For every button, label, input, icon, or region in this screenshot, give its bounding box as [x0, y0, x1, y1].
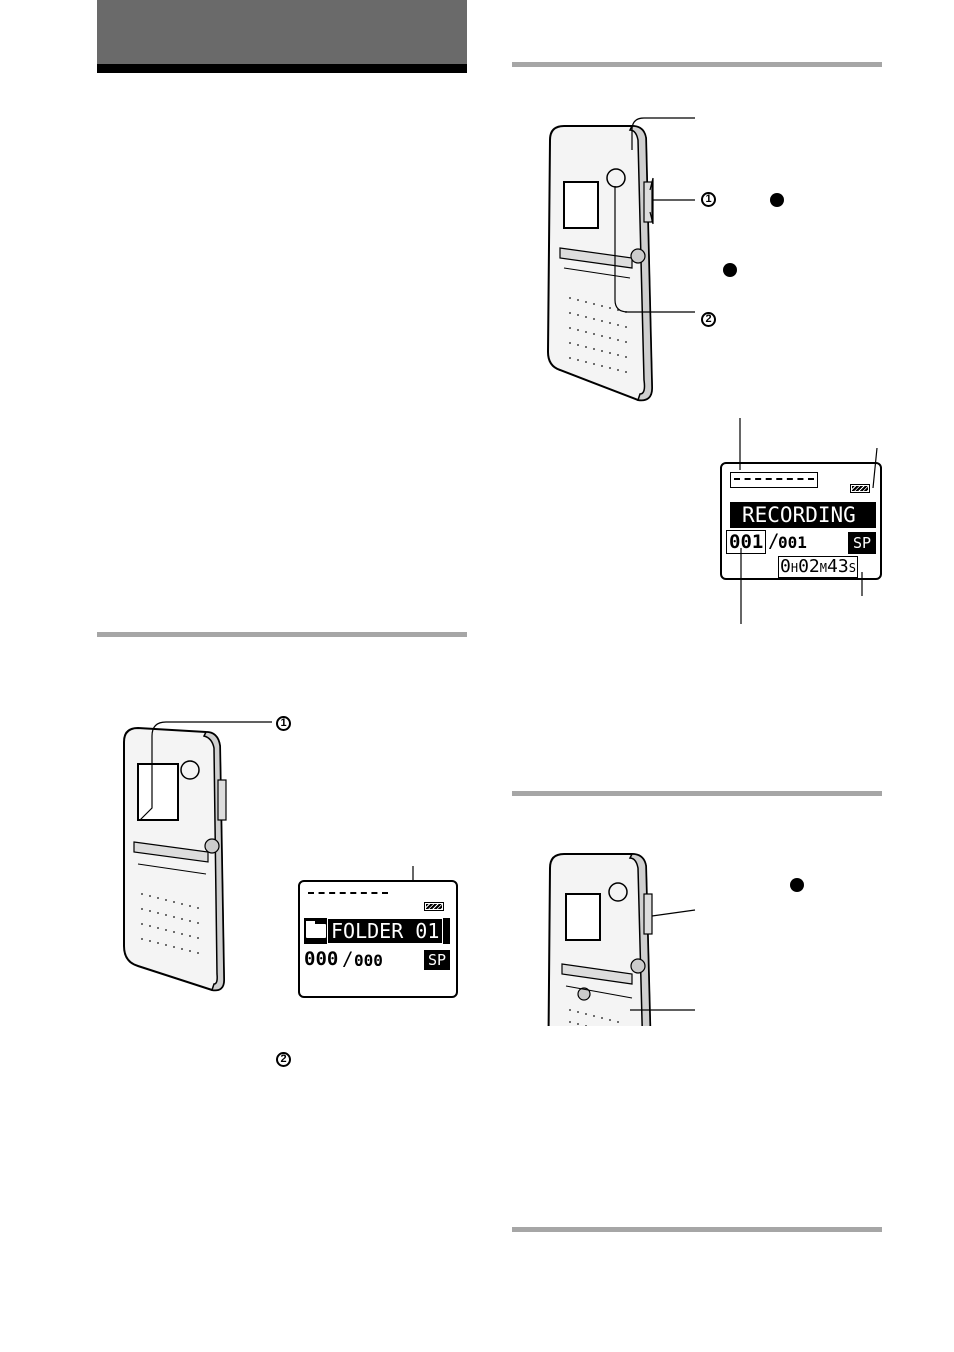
battery-icon	[850, 484, 870, 493]
callout-step-2: 2	[276, 1052, 291, 1067]
lcd-unit-h: H	[790, 561, 799, 575]
folder-icon	[306, 921, 326, 938]
record-dot-icon	[723, 263, 737, 277]
lcd-total-messages: 000	[354, 951, 383, 970]
section-rule-left	[97, 632, 467, 637]
section-header-block	[97, 0, 467, 64]
record-dot-icon	[790, 878, 804, 892]
lcd-unit-s: S	[848, 561, 856, 575]
voice-recorder-device-icon	[546, 125, 654, 402]
lcd-separator: /	[768, 530, 780, 552]
callout-step-1: 1	[701, 192, 716, 207]
lcd-level-dashes	[734, 478, 814, 480]
lcd-time-minutes: 02	[798, 556, 820, 577]
lcd-folder-display: FOLDER 01 000 / 000 SP	[298, 880, 458, 998]
voice-recorder-device-icon	[123, 726, 227, 992]
section-rule-top-right	[512, 62, 882, 67]
lcd-current-message: 000	[304, 948, 339, 970]
lcd-unit-m: M	[819, 561, 827, 575]
lcd-mode-sp: SP	[424, 950, 450, 970]
lcd-total-messages: 001	[778, 533, 807, 552]
section-header-bar	[97, 64, 467, 73]
lcd-recording-display: RECORDING 001 / 001 SP 0H02M43S	[720, 462, 882, 580]
record-dot-icon	[770, 193, 784, 207]
lcd-time-hours: 0	[780, 556, 791, 577]
lcd-level-dashes	[308, 892, 388, 894]
lcd-folder-label: FOLDER 01	[327, 918, 444, 944]
lcd-mode-sp: SP	[848, 532, 876, 554]
device-illustration-cropped	[540, 846, 680, 1026]
lcd-status-recording: RECORDING	[730, 502, 876, 528]
callout-step-1: 1	[276, 716, 291, 731]
callout-step-2: 2	[701, 312, 716, 327]
lcd-elapsed-time: 0H02M43S	[778, 556, 858, 578]
lcd-current-message: 001	[726, 530, 767, 554]
lcd-time-seconds: 43	[827, 556, 849, 577]
voice-recorder-device-icon	[547, 853, 653, 1026]
section-rule-bottom-right	[512, 1227, 882, 1232]
lcd-folder-bar: FOLDER 01	[304, 918, 450, 944]
battery-icon	[424, 902, 444, 911]
lcd-separator: /	[342, 948, 354, 970]
lcd-level-box	[730, 472, 818, 488]
section-rule-middle-right	[512, 791, 882, 796]
